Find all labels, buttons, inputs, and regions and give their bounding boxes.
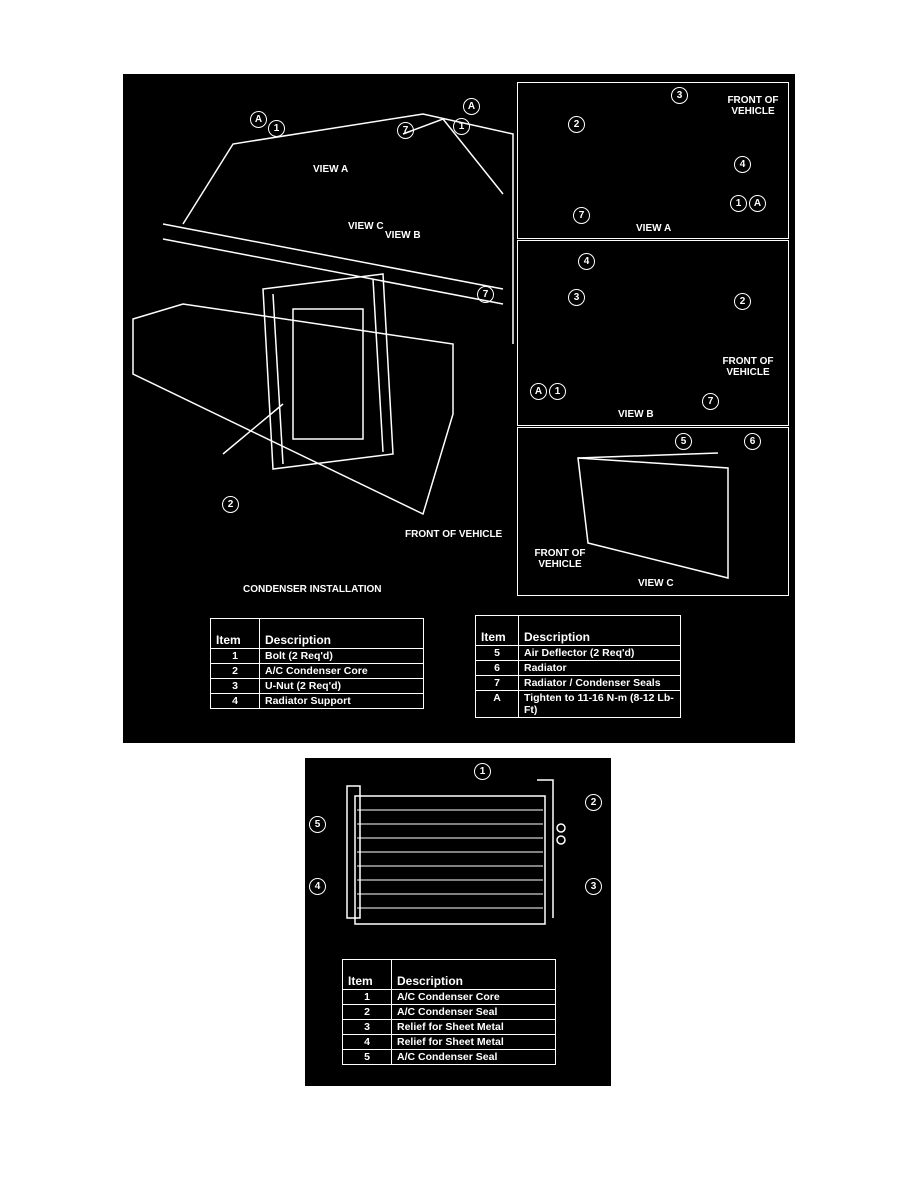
header-description: Description — [259, 618, 424, 649]
item: 1 — [210, 648, 260, 664]
callout-2: 2 — [734, 293, 751, 310]
callout-5: 5 — [309, 816, 326, 833]
callout-1: 1 — [268, 120, 285, 137]
view-c-label: VIEW C — [638, 578, 674, 589]
description: Radiator — [518, 660, 681, 676]
view-a-panel: 3 2 4 1 A 7 FRONT OF VEHICLE VIEW A — [517, 82, 789, 239]
header-description: Description — [391, 959, 556, 990]
header-item: Item — [475, 615, 519, 646]
header-item: Item — [210, 618, 260, 649]
main-diagram-drawing — [132, 113, 514, 516]
item: 3 — [342, 1019, 392, 1035]
view-b-pointer: VIEW B — [385, 230, 421, 241]
callout-2: 2 — [585, 794, 602, 811]
view-a-pointer: VIEW A — [313, 164, 349, 175]
item: 5 — [342, 1049, 392, 1065]
callout-a: A — [530, 383, 547, 400]
condenser-drawing — [346, 779, 566, 925]
description: A/C Condenser Seal — [391, 1004, 556, 1020]
description: Air Deflector (2 Req'd) — [518, 645, 681, 661]
callout-1: 1 — [730, 195, 747, 212]
callout-5: 5 — [675, 433, 692, 450]
item: 6 — [475, 660, 519, 676]
description: Radiator / Condenser Seals — [518, 675, 681, 691]
front-of-vehicle-label: FRONT OF VEHICLE — [405, 529, 503, 540]
front-of-vehicle-label: FRONT OF VEHICLE — [722, 356, 774, 378]
description: U-Nut (2 Req'd) — [259, 678, 424, 694]
callout-1: 1 — [474, 763, 491, 780]
callout-4: 4 — [734, 156, 751, 173]
callout-4: 4 — [309, 878, 326, 895]
radiator-drawing — [577, 452, 729, 579]
callout-1: 1 — [549, 383, 566, 400]
item: 2 — [342, 1004, 392, 1020]
view-c-pointer: VIEW C — [348, 221, 384, 232]
view-a-label: VIEW A — [636, 223, 672, 234]
callout-3: 3 — [585, 878, 602, 895]
callout-7: 7 — [397, 122, 414, 139]
callout-7: 7 — [702, 393, 719, 410]
description: A/C Condenser Core — [259, 663, 424, 679]
description: Relief for Sheet Metal — [391, 1019, 556, 1035]
item: 1 — [342, 989, 392, 1005]
condenser-installation-figure: A 1 A 1 7 7 2 VIEW A VIEW C VIEW B FRONT… — [123, 74, 795, 743]
description: A/C Condenser Seal — [391, 1049, 556, 1065]
callout-2: 2 — [568, 116, 585, 133]
item: A — [475, 690, 519, 718]
view-c-panel: 5 6 FRONT OF VEHICLE VIEW C — [517, 427, 789, 596]
header-item: Item — [342, 959, 392, 990]
callout-a: A — [463, 98, 480, 115]
callout-a: A — [749, 195, 766, 212]
description: Tighten to 11-16 N-m (8-12 Lb-Ft) — [518, 690, 681, 718]
item: 7 — [475, 675, 519, 691]
item: 4 — [210, 693, 260, 709]
callout-7: 7 — [477, 286, 494, 303]
callout-7: 7 — [573, 207, 590, 224]
view-b-label: VIEW B — [618, 409, 654, 420]
item: 4 — [342, 1034, 392, 1050]
description: Bolt (2 Req'd) — [259, 648, 424, 664]
front-of-vehicle-label: FRONT OF VEHICLE — [727, 95, 779, 117]
callout-6: 6 — [744, 433, 761, 450]
callout-3: 3 — [671, 87, 688, 104]
front-of-vehicle-label: FRONT OF VEHICLE — [534, 548, 586, 570]
callout-1: 1 — [453, 118, 470, 135]
item: 3 — [210, 678, 260, 694]
description: Relief for Sheet Metal — [391, 1034, 556, 1050]
description: A/C Condenser Core — [391, 989, 556, 1005]
item: 5 — [475, 645, 519, 661]
view-b-panel: 4 3 2 A 1 7 FRONT OF VEHICLE VIEW B — [517, 240, 789, 426]
figure-caption: CONDENSER INSTALLATION — [243, 584, 382, 595]
callout-2: 2 — [222, 496, 239, 513]
description: Radiator Support — [259, 693, 424, 709]
callout-4: 4 — [578, 253, 595, 270]
header-description: Description — [518, 615, 681, 646]
callout-3: 3 — [568, 289, 585, 306]
callout-a: A — [250, 111, 267, 128]
item: 2 — [210, 663, 260, 679]
